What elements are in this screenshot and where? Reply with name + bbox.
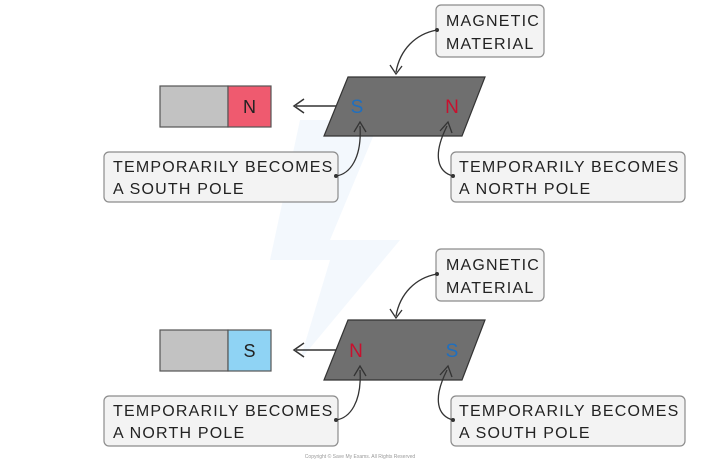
magnet-body — [159, 85, 229, 128]
svg-text:MAGNETIC: MAGNETIC — [446, 257, 540, 274]
panel-2: S N S MAGNETIC MATERIAL TEMPORARILY BECO… — [103, 248, 686, 447]
svg-text:A SOUTH POLE: A SOUTH POLE — [113, 181, 245, 198]
svg-text:MAGNETIC: MAGNETIC — [446, 13, 540, 30]
material-callout: MAGNETIC MATERIAL — [389, 248, 545, 320]
bar-magnet: N — [159, 85, 272, 128]
svg-text:A NORTH POLE: A NORTH POLE — [113, 425, 245, 442]
bar-magnet: S — [159, 329, 272, 372]
magnet-south-end — [227, 329, 272, 372]
far-pole-label: S — [446, 341, 459, 362]
near-pole-callout: TEMPORARILY BECOMES A SOUTH POLE — [103, 120, 367, 203]
svg-text:A NORTH POLE: A NORTH POLE — [459, 181, 591, 198]
svg-text:TEMPORARILY BECOMES: TEMPORARILY BECOMES — [459, 403, 679, 420]
far-pole-label: N — [445, 97, 459, 118]
magnetic-material — [323, 76, 486, 137]
material-callout: MAGNETIC MATERIAL — [389, 4, 545, 76]
near-pole-callout: TEMPORARILY BECOMES A NORTH POLE — [103, 364, 367, 447]
near-pole-label: S — [351, 97, 364, 118]
attraction-arrow — [292, 342, 338, 358]
magnetic-material — [323, 319, 486, 381]
panel-1: N S N MAGNETIC MATERIAL TEMPORARILY BECO… — [103, 4, 686, 203]
svg-text:A SOUTH POLE: A SOUTH POLE — [459, 425, 591, 442]
svg-text:TEMPORARILY BECOMES: TEMPORARILY BECOMES — [113, 403, 333, 420]
copyright-notice: Copyright © Save My Exams. All Rights Re… — [305, 453, 416, 460]
attraction-arrow — [292, 98, 338, 114]
svg-text:MATERIAL: MATERIAL — [446, 36, 534, 53]
svg-text:TEMPORARILY BECOMES: TEMPORARILY BECOMES — [459, 159, 679, 176]
magnet-pole-label: S — [243, 341, 255, 361]
magnet-pole-label: N — [243, 97, 256, 117]
magnet-north-end — [227, 85, 272, 128]
svg-text:MATERIAL: MATERIAL — [446, 280, 534, 297]
magnet-body — [159, 329, 229, 372]
far-pole-callout: TEMPORARILY BECOMES A SOUTH POLE — [437, 364, 686, 447]
near-pole-label: N — [349, 341, 363, 362]
svg-text:TEMPORARILY BECOMES: TEMPORARILY BECOMES — [113, 159, 333, 176]
far-pole-callout: TEMPORARILY BECOMES A NORTH POLE — [437, 120, 686, 203]
